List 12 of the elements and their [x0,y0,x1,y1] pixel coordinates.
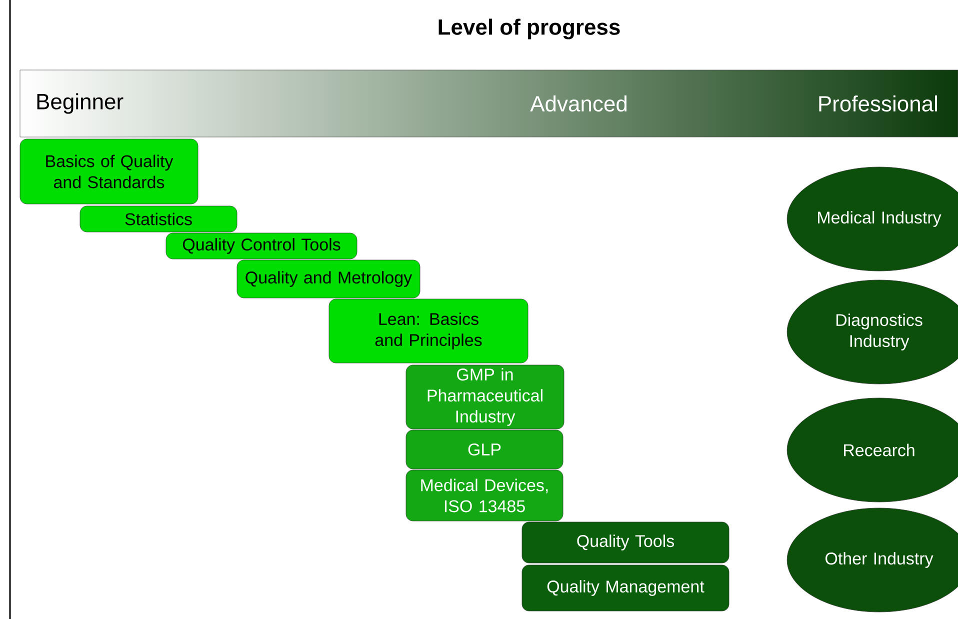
course-box: GMP in Pharmaceutical Industry [406,364,564,430]
title: Level of progress [438,18,620,40]
course-box: Quality Management [522,564,730,612]
course-box: Quality Tools [522,522,730,564]
course-box: Lean: Basics and Principles [328,298,528,364]
course-box: Medical Devices, ISO 13485 [406,470,564,522]
course-box: GLP [406,430,564,470]
course-box: Quality and Metrology [236,260,420,298]
course-box: Basics of Quality and Standards [20,138,198,204]
course-box: Quality Control Tools [166,232,358,260]
level-bar: Beginner Advanced Professional [20,70,958,138]
course-box: Statistics [80,206,238,232]
